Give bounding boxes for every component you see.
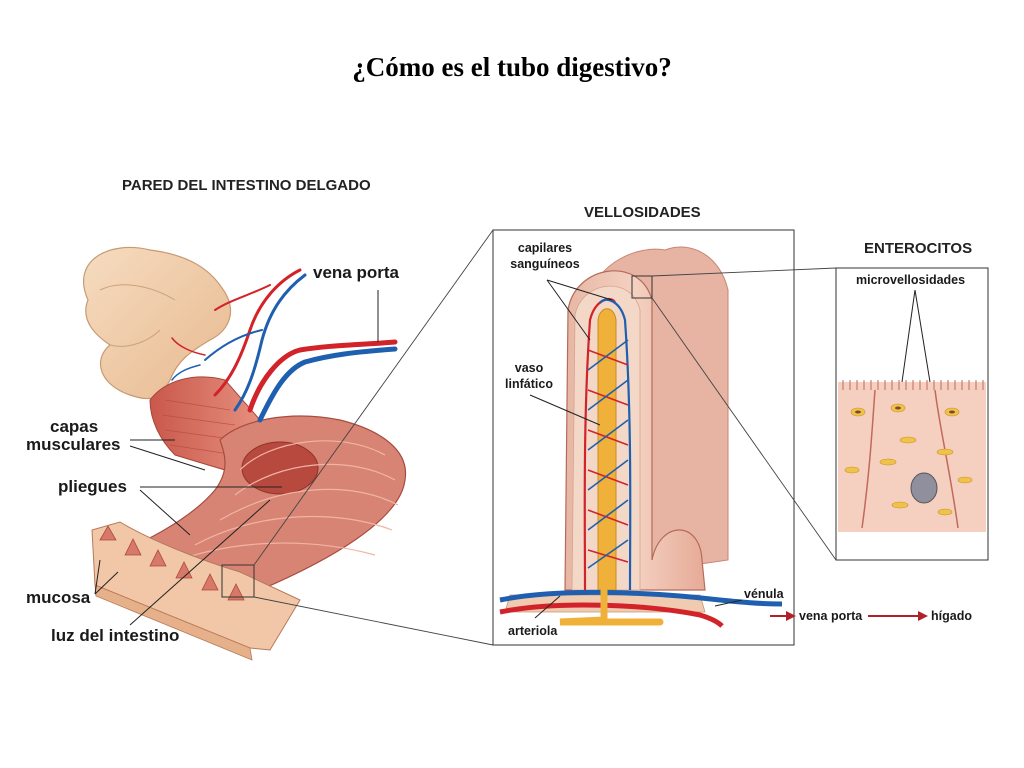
label-capas-line1: capas xyxy=(50,417,99,436)
zoom-lines-left xyxy=(253,229,494,646)
label-vaso-linfatico: vaso linfático xyxy=(500,361,558,392)
enterocyte-illustration xyxy=(838,380,986,532)
flow-arrows xyxy=(770,611,928,621)
label-capas-musculares: capas musculares xyxy=(26,417,121,454)
label-capilares-line2: sanguíneos xyxy=(510,256,580,271)
label-luz-intestino: luz del intestino xyxy=(51,626,180,645)
label-higado: hígado xyxy=(931,609,972,623)
label-venula: vénula xyxy=(744,587,784,601)
microvilli-leader-lines xyxy=(901,289,931,383)
label-vaso-line2: linfático xyxy=(505,376,553,391)
left-leader-lines xyxy=(94,290,379,626)
page-title: ¿Cómo es el tubo digestivo? xyxy=(352,52,672,82)
wall-heading: PARED DEL INTESTINO DELGADO xyxy=(122,177,371,194)
label-pliegues: pliegues xyxy=(58,477,127,496)
villus-leader-lines xyxy=(529,279,743,619)
label-vena-porta: vena porta xyxy=(313,263,399,282)
villi-heading: VELLOSIDADES xyxy=(584,204,701,221)
label-capilares: capilares sanguíneos xyxy=(505,241,585,272)
label-microvellosidades: microvellosidades xyxy=(856,273,966,287)
label-mucosa: mucosa xyxy=(26,588,91,607)
portal-vessels xyxy=(171,268,398,423)
enterocytes-heading: ENTEROCITOS xyxy=(864,240,973,257)
intestine-illustration xyxy=(82,246,407,661)
zoom-lines-right xyxy=(651,267,837,561)
label-capilares-line1: capilares xyxy=(517,241,573,255)
label-vaso-line1: vaso xyxy=(514,361,544,375)
label-arteriola: arteriola xyxy=(508,624,558,638)
villus-illustration xyxy=(499,246,783,628)
label-capas-line2: musculares xyxy=(26,434,121,454)
label-vena-porta-flow: vena porta xyxy=(799,609,863,623)
